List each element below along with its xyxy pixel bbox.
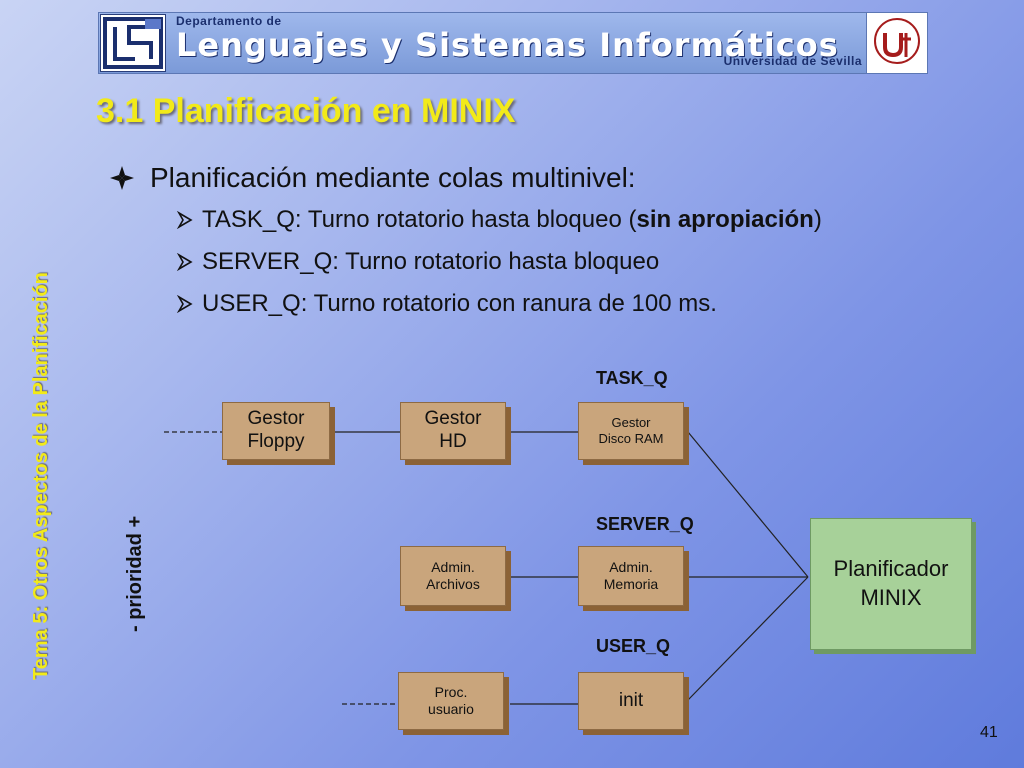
slide-title: 3.1 Planificación en MINIX — [96, 92, 516, 130]
sub-bullet-server: SERVER_Q: Turno rotatorio hasta bloqueo — [176, 248, 659, 276]
admin-archivos-box: Admin. Archivos — [400, 546, 506, 606]
gestor-floppy-box: Gestor Floppy — [222, 402, 330, 460]
university-seal-icon — [866, 12, 928, 74]
main-bullet: Planificación mediante colas multinivel: — [108, 162, 636, 194]
planificador-minix-box: Planificador MINIX — [810, 518, 972, 650]
university-label: Universidad de Sevilla — [723, 54, 862, 68]
arrow-bullet-icon — [176, 295, 193, 313]
page-number: 41 — [980, 724, 998, 741]
sub-bullet-user: USER_Q: Turno rotatorio con ranura de 10… — [176, 290, 717, 318]
queue-label-server: SERVER_Q — [596, 514, 694, 534]
department-logo — [100, 14, 166, 72]
gestor-hd-box: Gestor HD — [400, 402, 506, 460]
main-bullet-text: Planificación mediante colas multinivel: — [150, 162, 636, 193]
arrow-bullet-icon — [176, 253, 193, 271]
init-box: init — [578, 672, 684, 730]
gestor-disco-ram-box: Gestor Disco RAM — [578, 402, 684, 460]
header-banner — [98, 12, 928, 74]
diamond-bullet-icon — [110, 166, 134, 190]
department-title: Lenguajes y Sistemas Informáticos — [176, 26, 839, 64]
admin-memoria-box: Admin. Memoria — [578, 546, 684, 606]
queue-label-user: USER_Q — [596, 636, 671, 656]
sub-bullet-task: TASK_Q: Turno rotatorio hasta bloqueo (s… — [176, 206, 822, 234]
priority-label: - prioridad + — [124, 515, 146, 632]
queue-label-task: TASK_Q — [596, 368, 668, 388]
department-label: Departamento de — [176, 14, 282, 28]
arrow-bullet-icon — [176, 211, 193, 229]
proc-usuario-box: Proc. usuario — [398, 672, 504, 730]
